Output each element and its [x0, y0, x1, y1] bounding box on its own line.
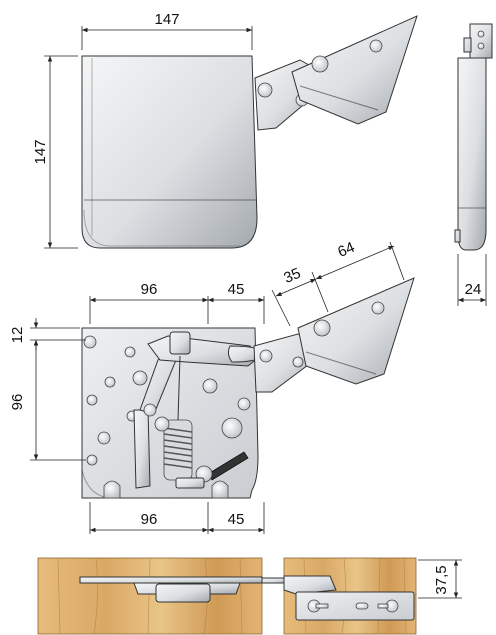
install-height-dimension: 37,5: [433, 565, 450, 594]
side-depth-dimension: 24: [465, 281, 482, 298]
side-view: [44, 15, 418, 249]
front-bottom-right-dimension: 45: [228, 511, 245, 528]
lever-left: [133, 409, 151, 489]
front-bracket: [297, 277, 415, 385]
front-top-right-dimension: 45: [228, 281, 245, 298]
side-height-dimension: 147: [32, 139, 49, 164]
front-top-left-dimension: 96: [141, 281, 158, 298]
side-body: [81, 55, 258, 249]
mounting-bracket: [295, 591, 415, 621]
side-bracket: [291, 15, 418, 125]
narrow-body: [457, 57, 487, 251]
arm-35-dimension: 35: [281, 265, 303, 287]
base-plate: [81, 327, 259, 499]
front-offset-dimension: 12: [9, 327, 26, 344]
spring: [163, 419, 193, 481]
front-vertical-dimension: 96: [9, 394, 26, 411]
arm-64-dimension: 64: [335, 239, 357, 261]
side-width-dimension: 147: [154, 11, 179, 28]
installation-view: [37, 557, 462, 635]
narrow-side-view: [454, 23, 493, 306]
front-view: [30, 241, 415, 534]
front-bottom-left-dimension: 96: [141, 511, 158, 528]
